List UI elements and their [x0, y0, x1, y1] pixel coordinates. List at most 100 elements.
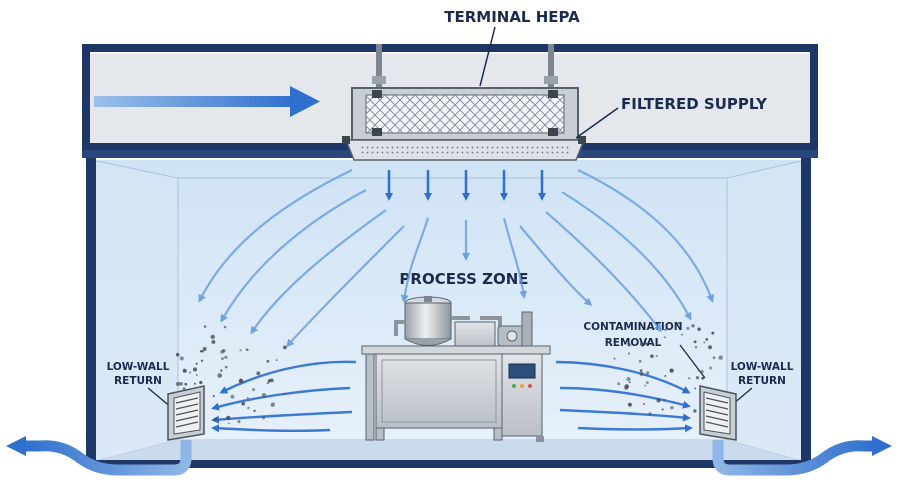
particle-icon [237, 420, 241, 424]
particle-icon [645, 381, 649, 385]
particle-icon [624, 385, 629, 390]
process-zone-label: PROCESS ZONE [399, 270, 528, 288]
particle-icon [202, 347, 207, 351]
particle-icon [644, 384, 647, 387]
particle-icon [275, 359, 278, 362]
particle-icon [707, 345, 713, 350]
particle-icon [644, 342, 648, 345]
airflow-arrow-icon [502, 217, 528, 299]
airflow-arrow-icon [561, 191, 692, 321]
particle-icon [688, 377, 691, 380]
label-terminal-hepa: TERMINAL HEPA [444, 8, 580, 87]
particle-icon [245, 348, 249, 352]
particle-icon [708, 366, 713, 370]
particle-icon [681, 333, 684, 336]
right-return-label-line1: LOW-WALL [731, 361, 794, 373]
airflow-arrow-icon [219, 360, 357, 394]
particle-icon [283, 393, 286, 396]
particle-icon [203, 325, 207, 328]
contamination-label-line2: REMOVAL [605, 337, 662, 349]
particle-icon [227, 422, 230, 425]
particle-icon [694, 387, 697, 390]
particle-icon [639, 342, 644, 346]
particle-icon [663, 336, 666, 339]
particle-icon [267, 379, 272, 383]
particle-icon [656, 398, 661, 403]
particle-icon [718, 355, 723, 360]
particle-icon [175, 381, 181, 387]
left-return-label-line1: LOW-WALL [107, 361, 170, 373]
particle-icon [703, 341, 706, 344]
particle-icon [253, 409, 256, 413]
particle-icon [691, 324, 695, 328]
particle-icon [217, 373, 222, 378]
airflow-arrow-icon [559, 386, 691, 409]
particle-icon [213, 417, 218, 422]
particle-icon [189, 371, 192, 374]
particle-icon [648, 412, 652, 416]
particle-icon [697, 327, 701, 331]
airflow-arrow-icon [198, 169, 353, 303]
particle-icon [199, 380, 203, 385]
particle-icon [701, 376, 705, 380]
particle-icon [210, 334, 215, 340]
return-grille-icon [167, 385, 205, 441]
particle-icon [627, 352, 631, 355]
particle-icon [256, 371, 261, 376]
particle-icon [239, 378, 242, 381]
particle-icon [199, 350, 202, 353]
particle-icon [226, 415, 231, 420]
particle-icon [639, 369, 643, 373]
particle-icon [200, 359, 204, 362]
particle-icon [711, 331, 715, 335]
airflow-arrow-icon [519, 225, 593, 307]
label-low-wall-return-right: LOW-WALL RETURN [731, 361, 794, 405]
particle-icon [650, 354, 654, 359]
particle-icon [670, 406, 674, 410]
particle-icon [270, 402, 275, 407]
curved-airflow-right [502, 169, 715, 333]
particle-icon [223, 325, 227, 329]
airflow-arrow-icon [211, 386, 351, 411]
particle-icon [192, 367, 198, 372]
airflow-arrow-icon [211, 424, 331, 433]
particle-icon [211, 339, 216, 344]
particle-icon [201, 349, 204, 353]
particle-icon [638, 359, 642, 363]
particle-icon [241, 401, 246, 406]
airflow-arrow-icon [400, 217, 430, 303]
supply-air-arrow-icon [94, 86, 320, 117]
particle-icon [641, 345, 644, 348]
particle-icon [261, 392, 267, 398]
particle-icon [613, 357, 616, 360]
particle-icon [247, 406, 250, 410]
contaminant-particles [175, 321, 723, 425]
particle-icon [628, 343, 632, 347]
filtered-supply-label: FILTERED SUPPLY [621, 95, 768, 113]
particle-icon [182, 368, 187, 373]
contamination-label-line1: CONTAMINATION [583, 321, 682, 333]
airflow-arrow-icon [555, 360, 691, 394]
particle-icon [643, 403, 646, 406]
particle-icon [282, 345, 287, 350]
particle-icon [179, 356, 184, 361]
particle-icon [677, 321, 681, 325]
particle-icon [221, 357, 224, 361]
particle-icon [700, 369, 704, 374]
particle-icon [246, 396, 249, 399]
particle-icon [669, 368, 674, 373]
exhaust-arrow-icon [6, 436, 26, 456]
low-level-airflow-right [555, 360, 693, 433]
particle-icon [626, 376, 631, 382]
particle-icon [664, 328, 667, 331]
airflow-arrow-icon [545, 211, 662, 333]
label-filtered-supply: FILTERED SUPPLY [575, 95, 768, 139]
particle-icon [179, 382, 183, 386]
particle-icon [220, 350, 225, 354]
particle-icon [266, 381, 270, 385]
particle-icon [212, 395, 215, 398]
airflow-arrow-icon [285, 225, 405, 348]
particle-icon [686, 326, 690, 331]
particle-icon [697, 369, 700, 372]
